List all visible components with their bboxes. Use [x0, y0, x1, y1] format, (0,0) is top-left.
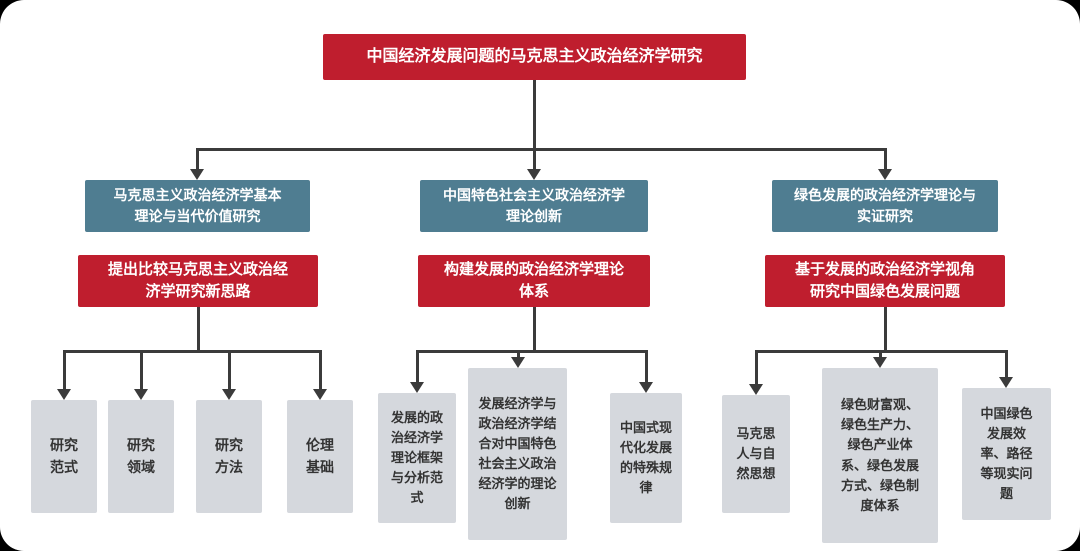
arrowhead-down-icon [134, 389, 148, 400]
leaf-node-3-2: 绿色财富观、绿色生产力、绿色产业体系、绿色发展方式、绿色制度体系 [822, 368, 938, 543]
theme-node-2: 中国特色社会主义政治经济学理论创新 [420, 180, 648, 232]
arrowhead-down-icon [57, 389, 71, 400]
theme-node-3: 绿色发展的政治经济学理论与实证研究 [772, 180, 998, 232]
arrowhead-down-icon [222, 389, 236, 400]
root-node: 中国经济发展问题的马克思主义政治经济学研究 [323, 34, 746, 80]
connector-line [884, 307, 887, 353]
leaf-node-1-1: 研究范式 [31, 400, 97, 513]
leaf-node-3-1: 马克思人与自然思想 [722, 395, 790, 513]
connector-line [1005, 350, 1008, 377]
leaf-node-1-2: 研究领域 [108, 400, 174, 513]
connector-line [645, 350, 648, 382]
leaf-node-1-4: 伦理基础 [287, 400, 353, 513]
arrowhead-down-icon [313, 389, 327, 400]
connector-line [196, 148, 199, 169]
arrowhead-down-icon [410, 382, 424, 393]
connector-line [197, 307, 200, 353]
connector-line [884, 148, 887, 169]
arrowhead-down-icon [527, 169, 541, 180]
arrowhead-down-icon [878, 169, 892, 180]
arrowhead-down-icon [190, 169, 204, 180]
leaf-node-2-3: 中国式现代化发展的特殊规律 [610, 393, 682, 523]
connector-line [196, 148, 886, 151]
connector-line [517, 350, 520, 357]
arrowhead-down-icon [639, 382, 653, 393]
leaf-node-3-3: 中国绿色发展效率、路径等现实问题 [962, 388, 1051, 520]
connector-line [533, 148, 536, 169]
connector-line [533, 80, 536, 150]
connector-line [755, 350, 758, 384]
connector-line [319, 350, 322, 389]
strategy-node-3: 基于发展的政治经济学视角研究中国绿色发展问题 [765, 255, 1005, 307]
connector-line [63, 350, 66, 389]
strategy-node-1: 提出比较马克思主义政治经济学研究新思路 [78, 255, 318, 307]
arrowhead-down-icon [511, 357, 525, 368]
arrowhead-down-icon [999, 377, 1013, 388]
connector-line [533, 307, 536, 353]
arrowhead-down-icon [749, 384, 763, 395]
leaf-node-1-3: 研究方法 [196, 400, 262, 513]
connector-line [416, 350, 648, 353]
connector-line [879, 350, 882, 357]
connector-line [140, 350, 143, 389]
connector-line [228, 350, 231, 389]
arrowhead-down-icon [873, 357, 887, 368]
strategy-node-2: 构建发展的政治经济学理论体系 [418, 255, 650, 307]
connector-line [416, 350, 419, 382]
theme-node-1: 马克思主义政治经济学基本理论与当代价值研究 [85, 180, 310, 232]
leaf-node-2-2: 发展经济学与政治经济学结合对中国特色社会主义政治经济学的理论创新 [468, 368, 567, 540]
leaf-node-2-1: 发展的政治经济学理论框架与分析范式 [378, 393, 456, 523]
connector-line [63, 350, 322, 353]
